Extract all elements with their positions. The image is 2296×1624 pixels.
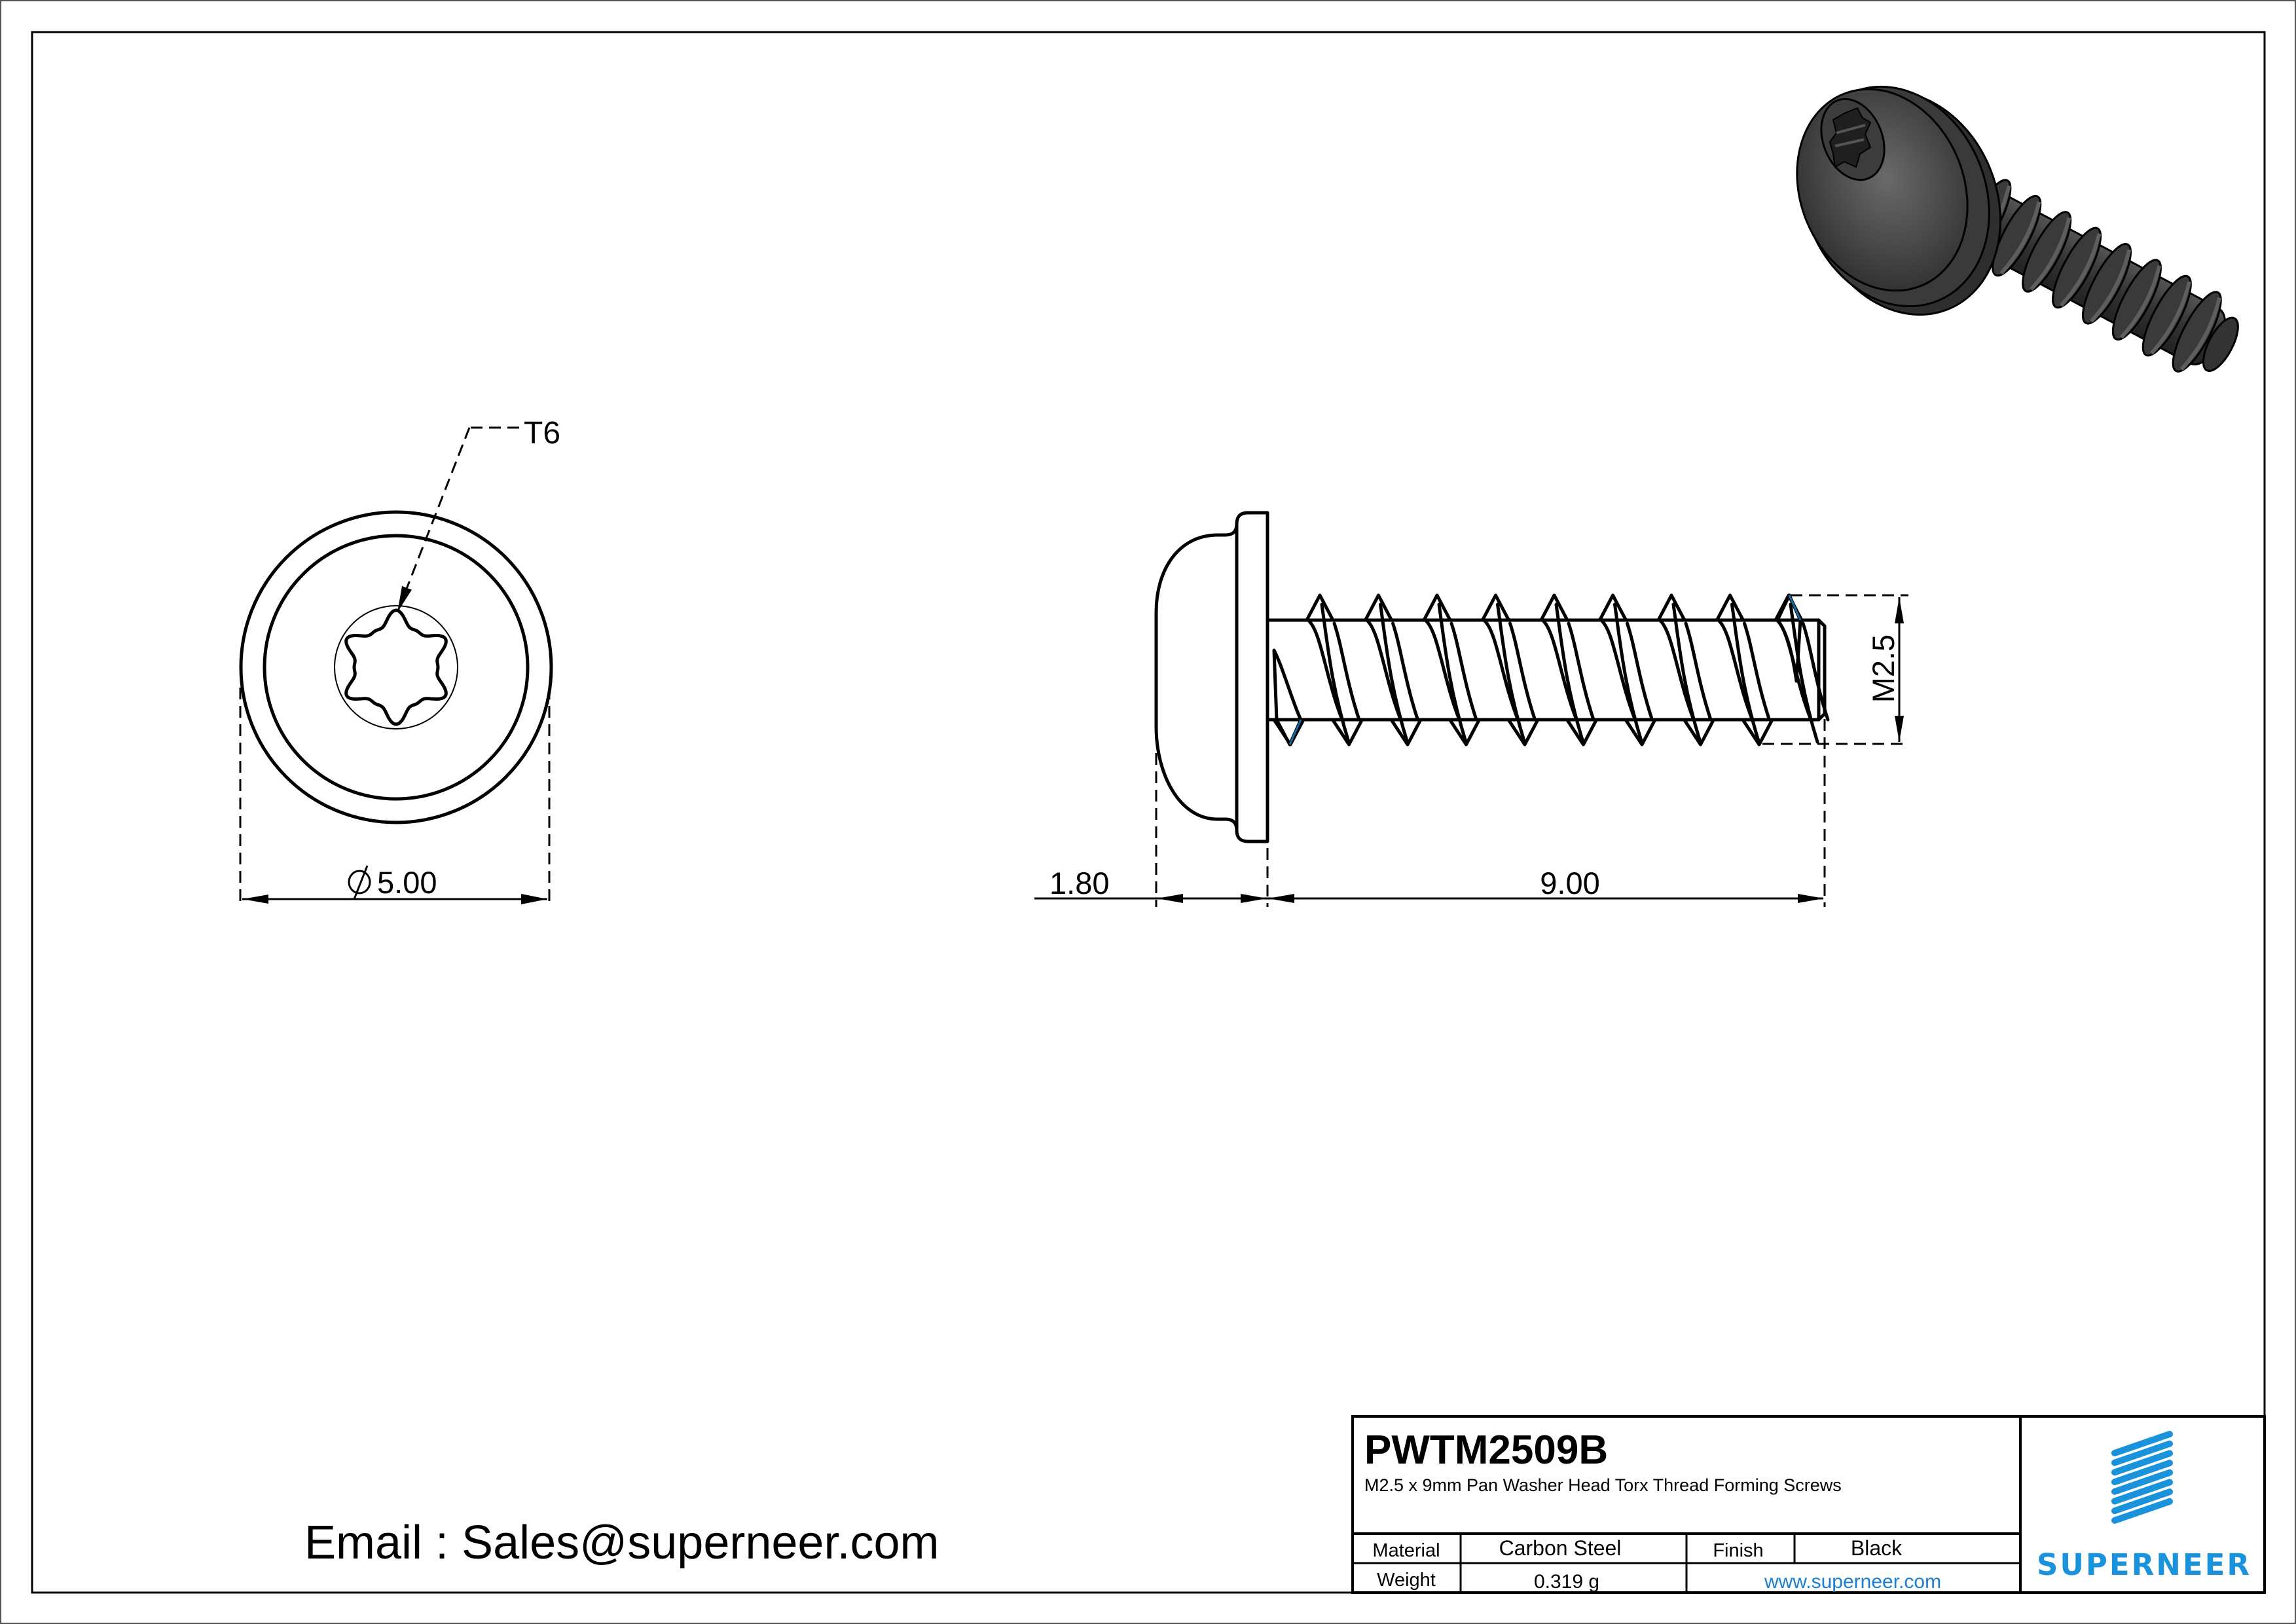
- finish-value: Black: [1851, 1536, 1903, 1560]
- material-value: Carbon Steel: [1499, 1536, 1622, 1560]
- finish-label: Finish: [1713, 1540, 1763, 1561]
- side-view: M2.5 1.80 9.00: [1034, 511, 1908, 907]
- part-description: M2.5 x 9mm Pan Washer Head Torx Thread F…: [1364, 1475, 1842, 1495]
- website-link[interactable]: www.superneer.com: [1764, 1571, 1941, 1593]
- thread-body: [1266, 593, 1830, 747]
- front-view: T6 5.00: [239, 416, 560, 907]
- thread-size-label: M2.5: [1866, 635, 1901, 703]
- diameter-value: 5.00: [377, 865, 437, 900]
- diameter-dimension: 5.00: [239, 688, 551, 907]
- stripes-logo-icon: [2111, 1431, 2173, 1524]
- thread-size-dimension: M2.5: [1762, 594, 1908, 745]
- drive-size-label: T6: [524, 416, 560, 451]
- torx-drive-icon: [344, 608, 448, 726]
- head-height-value: 1.80: [1049, 866, 1109, 900]
- part-number: PWTM2509B: [1364, 1428, 1608, 1473]
- screw-3d-render-icon: [1796, 85, 2239, 373]
- material-label: Material: [1372, 1540, 1440, 1561]
- weight-value: 0.319 g: [1534, 1571, 1599, 1593]
- diameter-symbol-icon: [348, 865, 371, 900]
- title-block: PWTM2509B M2.5 x 9mm Pan Washer Head Tor…: [1351, 1415, 2266, 1594]
- contact-email[interactable]: Email : Sales@superneer.com: [304, 1517, 939, 1569]
- length-dimensions: 1.80 9.00: [1034, 719, 1826, 907]
- brand-logo-text: SUPERNEER: [2037, 1547, 2251, 1582]
- drive-leader: T6: [396, 416, 560, 613]
- length-value: 9.00: [1540, 866, 1599, 900]
- weight-label: Weight: [1377, 1570, 1436, 1591]
